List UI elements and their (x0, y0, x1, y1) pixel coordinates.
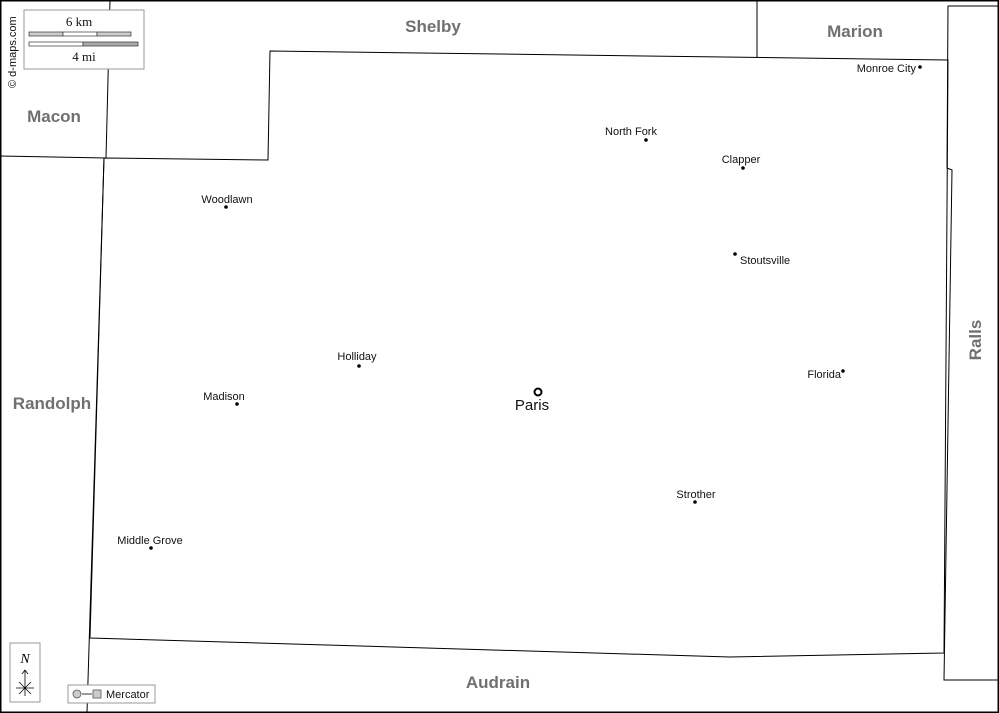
places: Monroe City North Fork Clapper Woodlawn … (117, 63, 922, 550)
place-dot (357, 364, 361, 368)
compass: N (9, 642, 41, 703)
place-madison: Madison (203, 391, 245, 403)
scale-km-label: 6 km (66, 14, 92, 29)
compass-n-label: N (19, 652, 30, 667)
county-label-audrain: Audrain (466, 673, 530, 692)
place-paris: Paris (515, 397, 549, 414)
place-dot (693, 500, 697, 504)
macon-randolph-boundary (0, 155, 107, 159)
scale-box (23, 9, 145, 70)
place-clapper: Clapper (722, 154, 761, 166)
scale-bar: 6 km 4 mi (23, 9, 145, 70)
place-holliday: Holliday (337, 351, 377, 363)
globe-icon (72, 689, 82, 699)
place-strother: Strother (676, 489, 715, 501)
place-dot (733, 252, 737, 256)
county-label-randolph: Randolph (13, 394, 91, 413)
map-icon (92, 689, 102, 699)
place-dot (741, 166, 745, 170)
place-dot (841, 369, 845, 373)
county-label-ralls: Ralls (966, 320, 985, 361)
place-stoutsville: Stoutsville (740, 255, 790, 267)
place-dot (235, 402, 239, 406)
county-label-macon: Macon (27, 107, 81, 126)
place-dot (644, 138, 648, 142)
projection-label: Mercator (106, 689, 150, 701)
place-monroe-city: Monroe City (857, 63, 917, 75)
county-seat-marker (533, 387, 543, 397)
north-arrow-icon (16, 669, 34, 696)
county-label-shelby: Shelby (405, 17, 461, 36)
place-dot (149, 546, 153, 550)
place-north-fork: North Fork (605, 126, 657, 138)
county-label-marion: Marion (827, 22, 883, 41)
place-florida: Florida (807, 369, 842, 381)
credit: © d-maps.com (7, 16, 19, 88)
ralls-boundary (943, 5, 999, 681)
scale-mi-label: 4 mi (72, 49, 96, 64)
place-middle-grove: Middle Grove (117, 535, 182, 547)
place-dot (918, 65, 922, 69)
place-woodlawn: Woodlawn (201, 194, 252, 206)
place-dot (224, 205, 228, 209)
randolph-boundary (86, 157, 105, 713)
projection-legend: Mercator (67, 684, 156, 704)
